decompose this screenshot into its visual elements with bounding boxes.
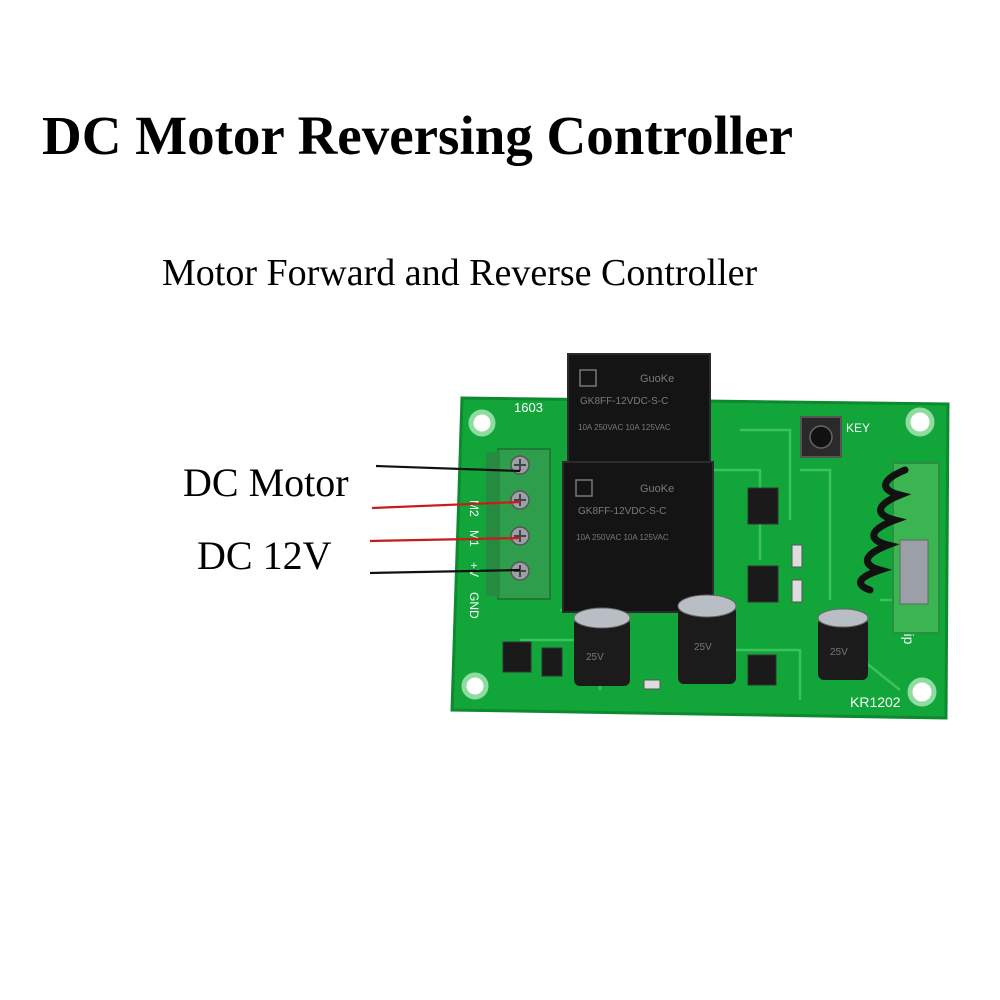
mounting-hole xyxy=(907,677,937,707)
svg-text:25V: 25V xyxy=(830,647,848,658)
wire-power-black xyxy=(369,568,521,575)
capacitor: 25V xyxy=(677,594,737,684)
mounting-hole xyxy=(468,409,496,437)
page-title: DC Motor Reversing Controller xyxy=(42,105,793,166)
board-model-bottom: KR1202 xyxy=(850,694,901,710)
capacitors: 25V 25V 25V xyxy=(573,594,869,686)
wire-power-red xyxy=(369,536,521,543)
svg-text:GuoKe: GuoKe xyxy=(640,483,674,495)
rf-receiver-module xyxy=(892,462,940,634)
dc-motor-label: DC Motor xyxy=(183,460,349,505)
ic-chip xyxy=(541,647,563,677)
svg-text:25V: 25V xyxy=(694,642,712,653)
key-label: KEY xyxy=(846,421,870,435)
capacitor: 25V xyxy=(573,607,631,686)
ic-chips xyxy=(502,487,779,686)
relay-top: GuoKe GK8FF-12VDC-S-C 10A 250VAC 10A 125… xyxy=(567,353,711,463)
svg-text:10A 250VAC 10A 125VAC: 10A 250VAC 10A 125VAC xyxy=(576,533,669,542)
smd-resistor xyxy=(643,679,661,690)
wire-motor-red xyxy=(371,500,521,510)
mounting-holes xyxy=(461,407,937,707)
page-subtitle: Motor Forward and Reverse Controller xyxy=(162,252,758,294)
relay-bottom: GuoKe GK8FF-12VDC-S-C 10A 250VAC 10A 125… xyxy=(562,461,714,613)
terminal-label-vplus: +V xyxy=(467,562,481,577)
mounting-hole xyxy=(905,407,935,437)
smd-parts xyxy=(643,544,803,690)
terminal-label-m2: M2 xyxy=(467,500,481,517)
antenna-coil xyxy=(857,466,912,594)
ic-chip xyxy=(502,641,532,673)
ic-chip xyxy=(747,565,779,603)
terminal-screws xyxy=(510,455,530,581)
terminal-label-gnd: GND xyxy=(467,592,481,619)
capacitor: 25V xyxy=(817,608,869,680)
ic-chip xyxy=(747,487,779,525)
smd-resistor xyxy=(791,579,803,603)
svg-text:GuoKe: GuoKe xyxy=(640,373,674,385)
push-button xyxy=(800,416,842,458)
terminal-block xyxy=(486,448,551,600)
dc-12v-label: DC 12V xyxy=(197,533,332,578)
board-model-top: 1603 xyxy=(514,400,543,415)
svg-text:GK8FF-12VDC-S-C: GK8FF-12VDC-S-C xyxy=(578,506,666,517)
wire-motor-black xyxy=(375,464,521,473)
smd-resistor xyxy=(791,544,803,568)
svg-text:GK8FF-12VDC-S-C: GK8FF-12VDC-S-C xyxy=(580,396,668,407)
svg-text:25V: 25V xyxy=(586,652,604,663)
mounting-hole xyxy=(461,672,489,700)
ic-chip xyxy=(747,654,777,686)
svg-text:10A 250VAC 10A 125VAC: 10A 250VAC 10A 125VAC xyxy=(578,423,671,432)
